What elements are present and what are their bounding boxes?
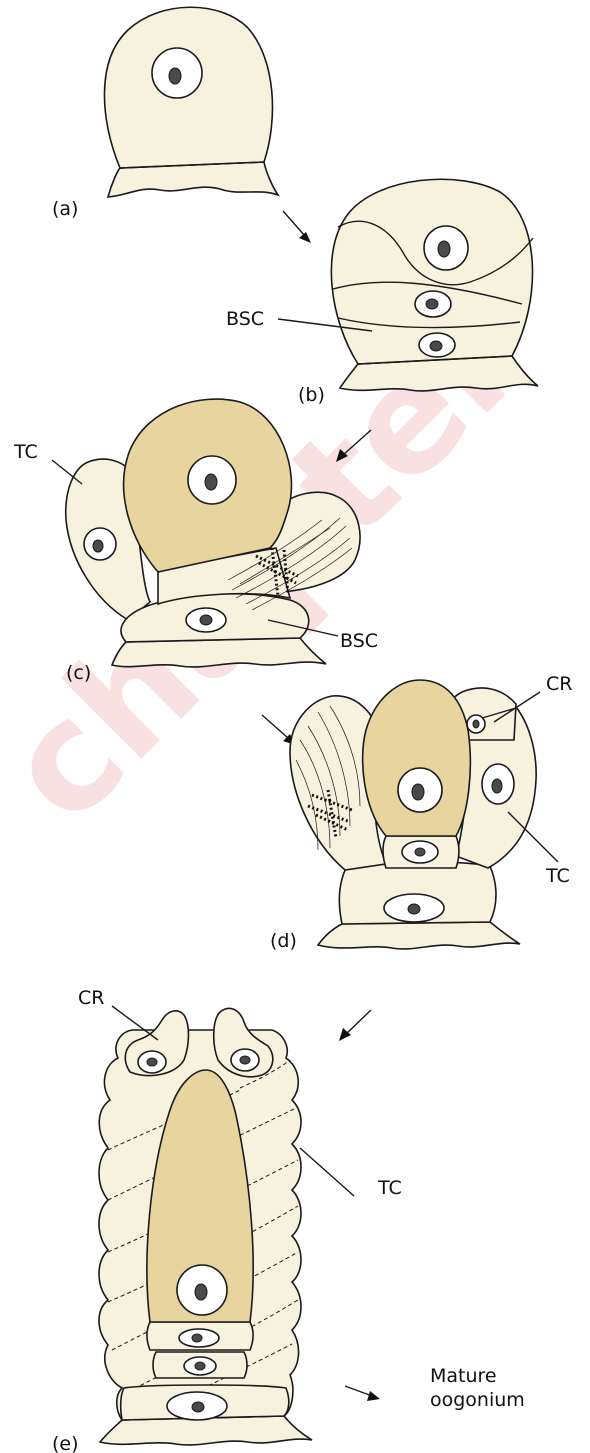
label-d: (d) [270,930,297,952]
label-bsc-b: BSC [226,308,264,330]
arrow-d-e [339,1010,371,1041]
stage-e-nucleolus-main [195,1284,207,1300]
label-e: (e) [52,1433,79,1453]
stage-e-nucleolus-crown-right [240,1056,250,1064]
stage-e: CR TC (e) [52,987,402,1453]
stage-b-nucleolus-mid [426,299,438,309]
stage-b-nucleolus-low [430,341,442,351]
stage-d-nucleolus-right [492,779,502,793]
stage-d-oogonium [363,680,471,836]
label-cr-e: CR [78,987,104,1009]
stage-d: CR TC (d) [270,673,572,952]
label-a: (a) [52,198,78,220]
label-b: (b) [298,384,325,406]
stage-c-nucleolus-left [93,540,103,552]
stage-d-base [318,922,520,949]
stage-a: (a) [52,7,278,220]
arrow-a-b [283,211,311,243]
label-tc-d: TC [545,865,570,887]
label-tc-c: TC [13,441,38,463]
stage-e-nucleolus-crown-left [147,1058,157,1066]
stage-b-nucleolus-top [438,241,450,257]
stage-d-nucleolus-main [412,784,424,800]
stage-b: BSC (b) [226,179,538,406]
label-cr-d: CR [546,673,572,695]
stage-c-nucleolus-base [200,615,212,625]
stage-d-nucleolus-cr [473,720,479,728]
arrow-c-d [262,715,295,745]
stage-e-nucleolus-s2 [195,1362,205,1370]
stage-d-nucleolus-base [408,904,420,914]
label-mature-line2: oogonium [430,1389,525,1411]
arrow-mature [345,1386,380,1401]
label-tc-e: TC [377,1177,402,1199]
stage-c-nucleolus-main [205,474,217,490]
label-bsc-c: BSC [340,630,378,652]
stage-e-nucleolus-s1 [192,1334,202,1342]
label-c: (c) [66,662,91,684]
tc-e-leader [300,1148,354,1196]
stage-e-nucleolus-base [192,1402,204,1412]
label-mature-line1: Mature [430,1365,497,1387]
stage-a-nucleolus [169,68,181,84]
stage-d-nucleolus-stalk [415,848,425,856]
